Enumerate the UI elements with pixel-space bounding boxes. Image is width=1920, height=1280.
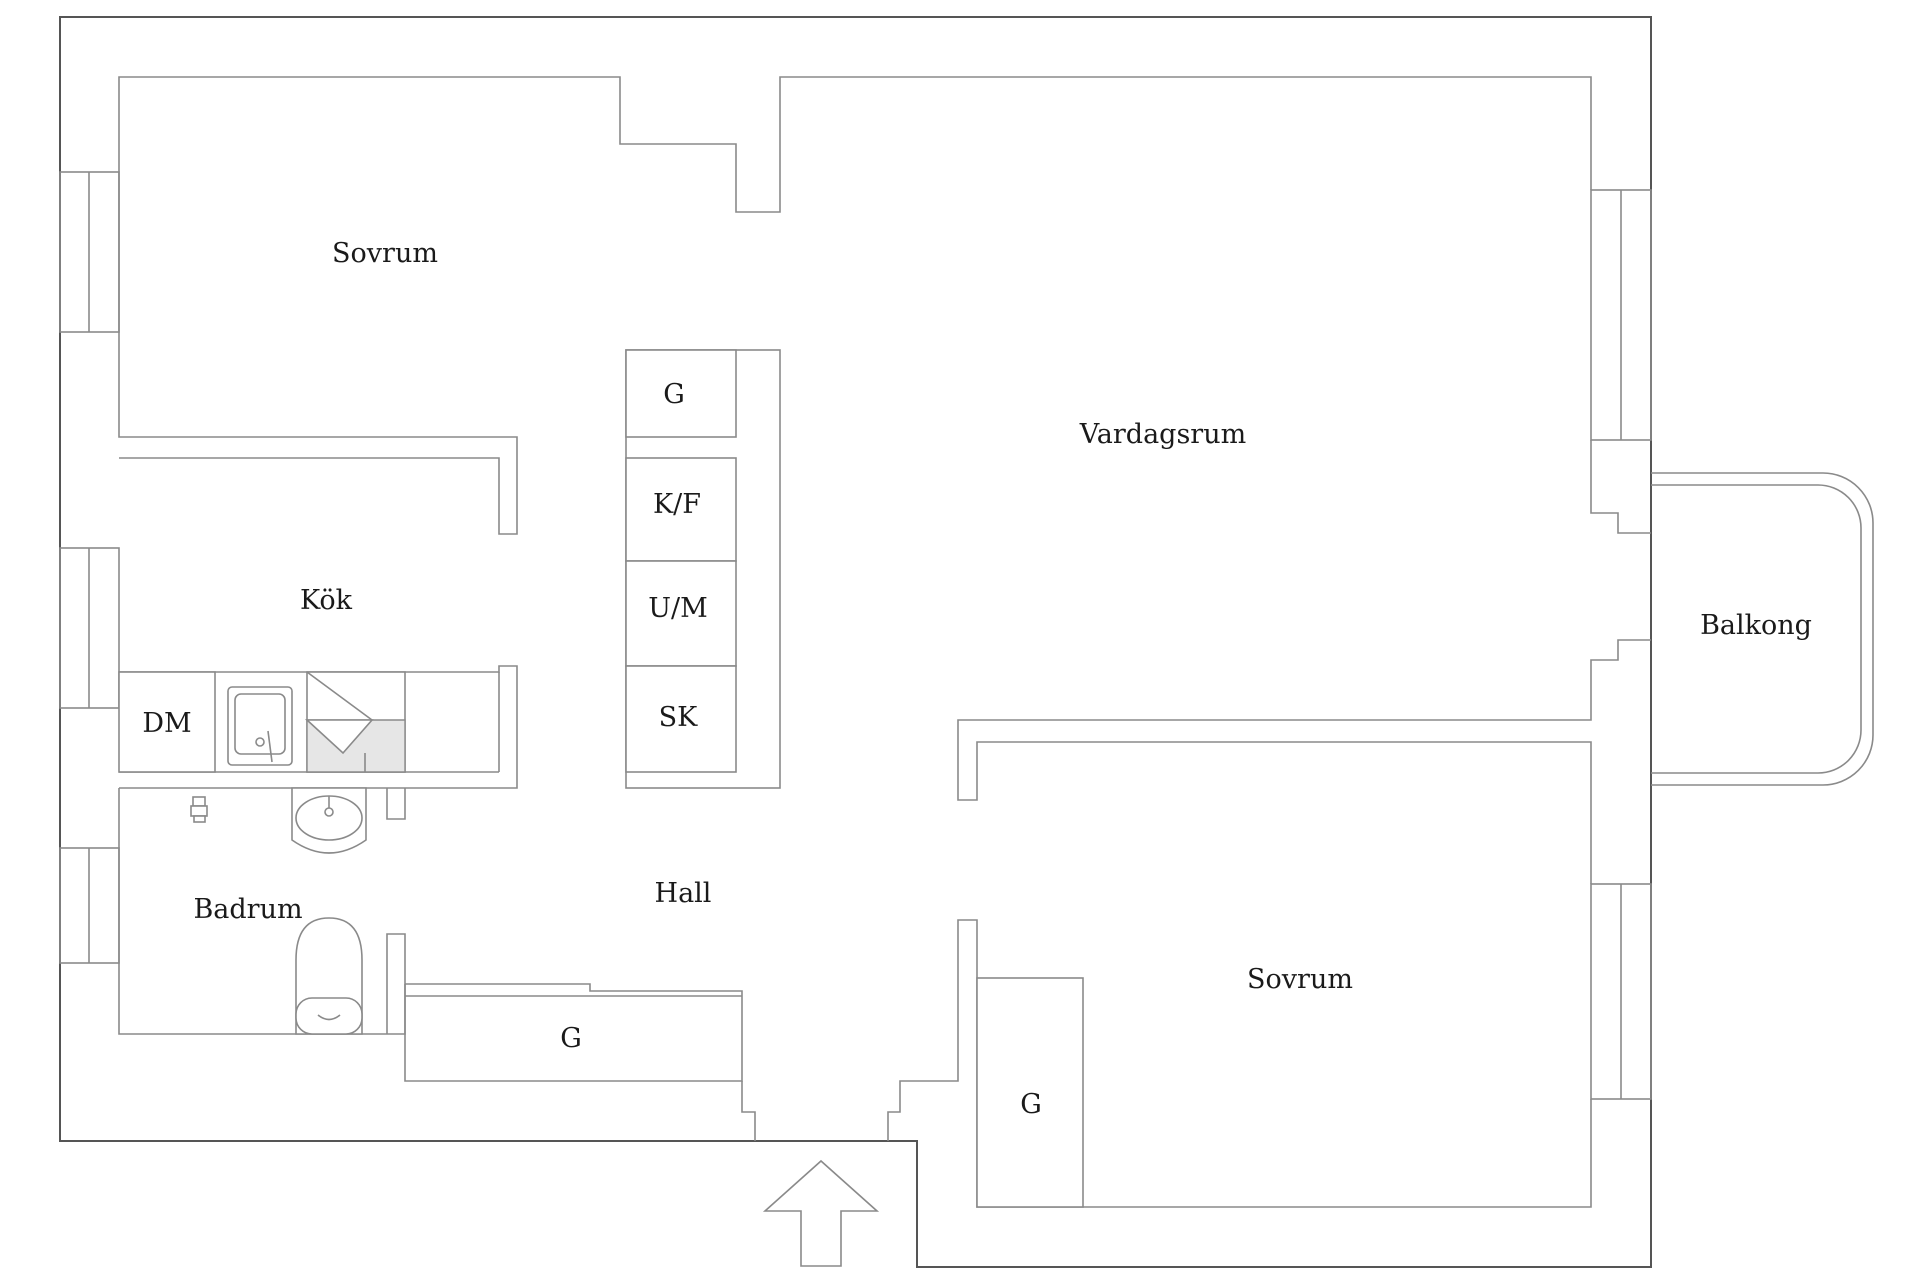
hall-entrance-right [887,919,1592,1208]
room-label-bathroom: Badrum [193,894,302,925]
bedroom-bottom-wardrobe [976,977,1084,1208]
fridge-freezer [625,457,737,562]
arrow-up-icon [762,1159,880,1267]
dishwasher [118,671,216,773]
living-right-wall [1590,440,1651,534]
bedroom-top-wall [118,76,1592,332]
kitchen-counter-outline [119,665,518,789]
oven-microwave [625,560,737,667]
window-right-top [1590,189,1652,441]
label-wardrobe-hall: G [560,1023,582,1054]
label-wardrobe-bedroom: G [1020,1089,1042,1120]
label-fridge-freezer: K/F [653,489,701,520]
room-label-kitchen: Kök [300,585,353,616]
bedroom-top-lower-wall [118,332,518,535]
cabinet [625,665,737,773]
bathroom-door-wall [386,788,406,820]
balcony-outline [1651,472,1874,786]
label-oven-microwave: U/M [648,593,708,624]
label-dishwasher: DM [142,708,191,739]
window-left-top [59,171,120,333]
washbasin-icon [291,787,367,854]
room-label-bedroom-bottom: Sovrum [1247,964,1353,995]
kitchen-sink-icon [227,686,293,766]
label-cabinet: SK [659,702,698,733]
room-label-bedroom-top: Sovrum [332,238,438,269]
window-left-middle [59,547,120,709]
window-left-bottom [59,847,120,964]
room-label-hall: Hall [655,878,712,909]
toilet-icon [295,917,363,1035]
balcony-inner [1651,484,1862,774]
room-label-balcony: Balkong [1700,610,1812,641]
window-right-bottom [1590,883,1652,1100]
hall-wardrobe-outline [404,983,743,1082]
stove-icon [304,671,406,773]
wardrobe-top [625,349,737,438]
room-label-living-room: Vardagsrum [1079,419,1246,450]
hall-entrance-left [741,1081,756,1141]
tap-icon [190,796,208,823]
outer-wall [59,16,1652,1268]
living-right-wall-lower [957,639,1651,884]
label-wardrobe-top: G [663,379,685,410]
